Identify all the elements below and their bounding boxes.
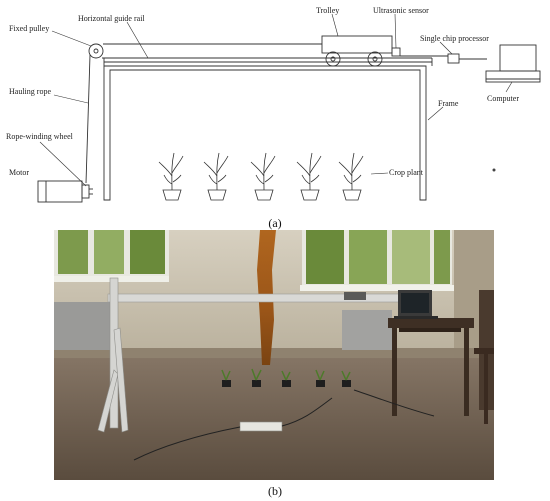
potted-plant [251,368,262,387]
laptop [394,290,438,319]
label-leader-lines [39,13,513,187]
label-single-chip-processor: Single chip processor [420,34,489,43]
desk [388,318,474,416]
crop-plant [296,152,322,201]
crop-plant [158,152,184,201]
crop-plant [250,152,276,201]
label-frame: Frame [438,99,459,108]
ultrasonic-sensor [391,47,401,57]
signal-wire [400,55,487,60]
caption-b: (b) [268,484,282,498]
label-ultrasonic-sensor: Ultrasonic sensor [373,6,429,15]
horizontal-guide-rail [102,57,433,66]
label-computer: Computer [487,94,519,103]
crop-plant [338,152,364,201]
label-crop-plant: Crop plant [389,168,424,177]
potted-plant [221,369,231,387]
experiment-photograph [54,230,494,480]
test-rig-left-leg [97,277,129,433]
potted-plants [221,368,351,387]
frame [103,65,427,201]
rope-winding-wheel [81,184,93,199]
label-hauling-rope: Hauling rope [9,87,51,96]
cables [133,389,435,461]
fixed-pulley [88,43,104,59]
radiator-left [54,302,114,350]
potted-plant [315,369,325,387]
label-fixed-pulley: Fixed pulley [9,24,49,33]
caption-a: (a) [268,216,282,230]
computer [485,44,541,83]
label-horizontal-guide-rail: Horizontal guide rail [78,14,145,23]
potted-plant [281,370,291,387]
left-window [54,230,169,282]
power-strip [239,421,283,432]
right-window [300,230,455,291]
radiator-right [342,310,392,350]
crop-plant [203,152,229,201]
chair [474,348,494,424]
marker-dot [492,168,496,172]
trolley [321,35,393,67]
label-trolley: Trolley [316,6,339,15]
label-rope-winding-wheel: Rope-winding wheel [6,132,74,141]
single-chip-processor [447,53,460,64]
label-motor: Motor [9,168,29,177]
crop-plants [158,152,364,201]
system-schematic-diagram: Fixed pulley Horizontal guide rail Troll… [6,6,541,203]
motor [37,180,83,203]
potted-plant [341,370,351,387]
